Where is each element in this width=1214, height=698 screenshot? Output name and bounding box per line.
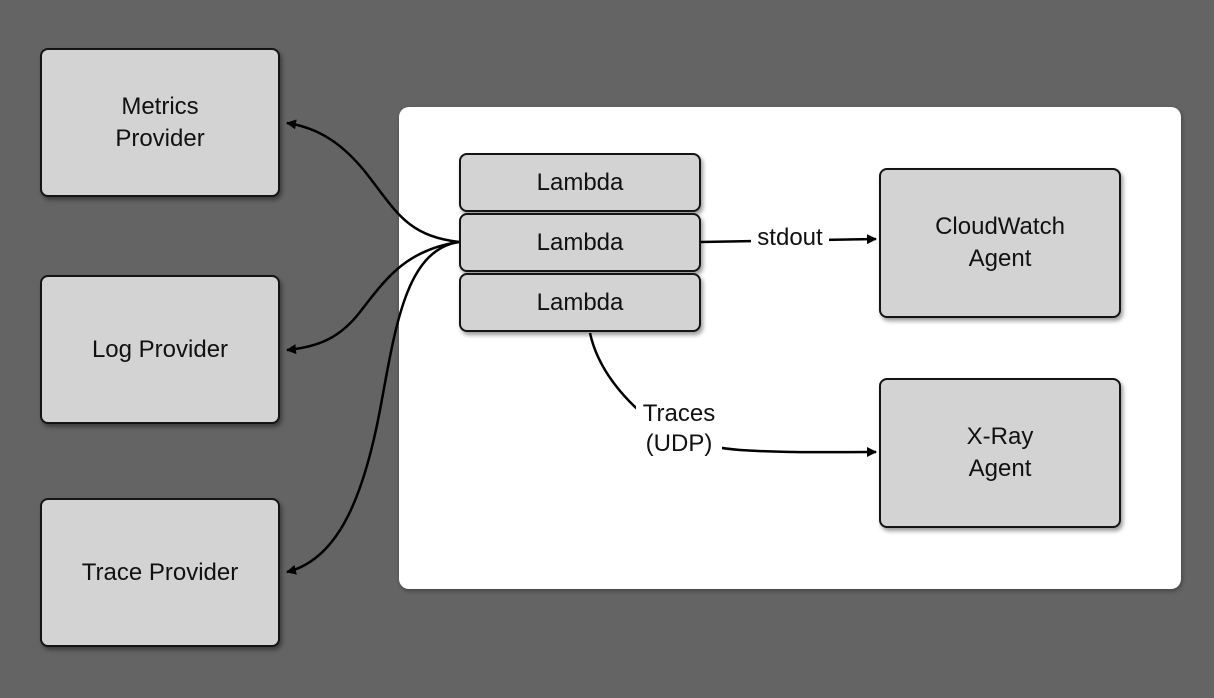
xray-agent-node: X-Ray Agent [879, 378, 1121, 528]
lambda-label-1: Lambda [536, 168, 624, 196]
lambda-label-3: Lambda [536, 288, 624, 316]
lambda-node-3: Lambda [459, 273, 701, 332]
trace-provider-node: Trace Provider [40, 498, 280, 647]
log-provider-label: Log Provider [91, 335, 229, 363]
lambda-node-2: Lambda [459, 213, 701, 272]
traces-edge-label: Traces (UDP) [636, 399, 722, 459]
trace-provider-label: Trace Provider [81, 558, 239, 586]
metrics-provider-label: Metrics Provider [115, 92, 205, 152]
cloudwatch-agent-node: CloudWatch Agent [879, 168, 1121, 318]
lambda-node-1: Lambda [459, 153, 701, 212]
cloudwatch-agent-label: CloudWatch Agent [935, 213, 1065, 272]
lambda-label-2: Lambda [536, 228, 624, 256]
metrics-provider-node: Metrics Provider [40, 48, 280, 197]
stdout-edge-label: stdout [751, 223, 829, 253]
xray-agent-label: X-Ray Agent [966, 423, 1034, 482]
log-provider-node: Log Provider [40, 275, 280, 424]
